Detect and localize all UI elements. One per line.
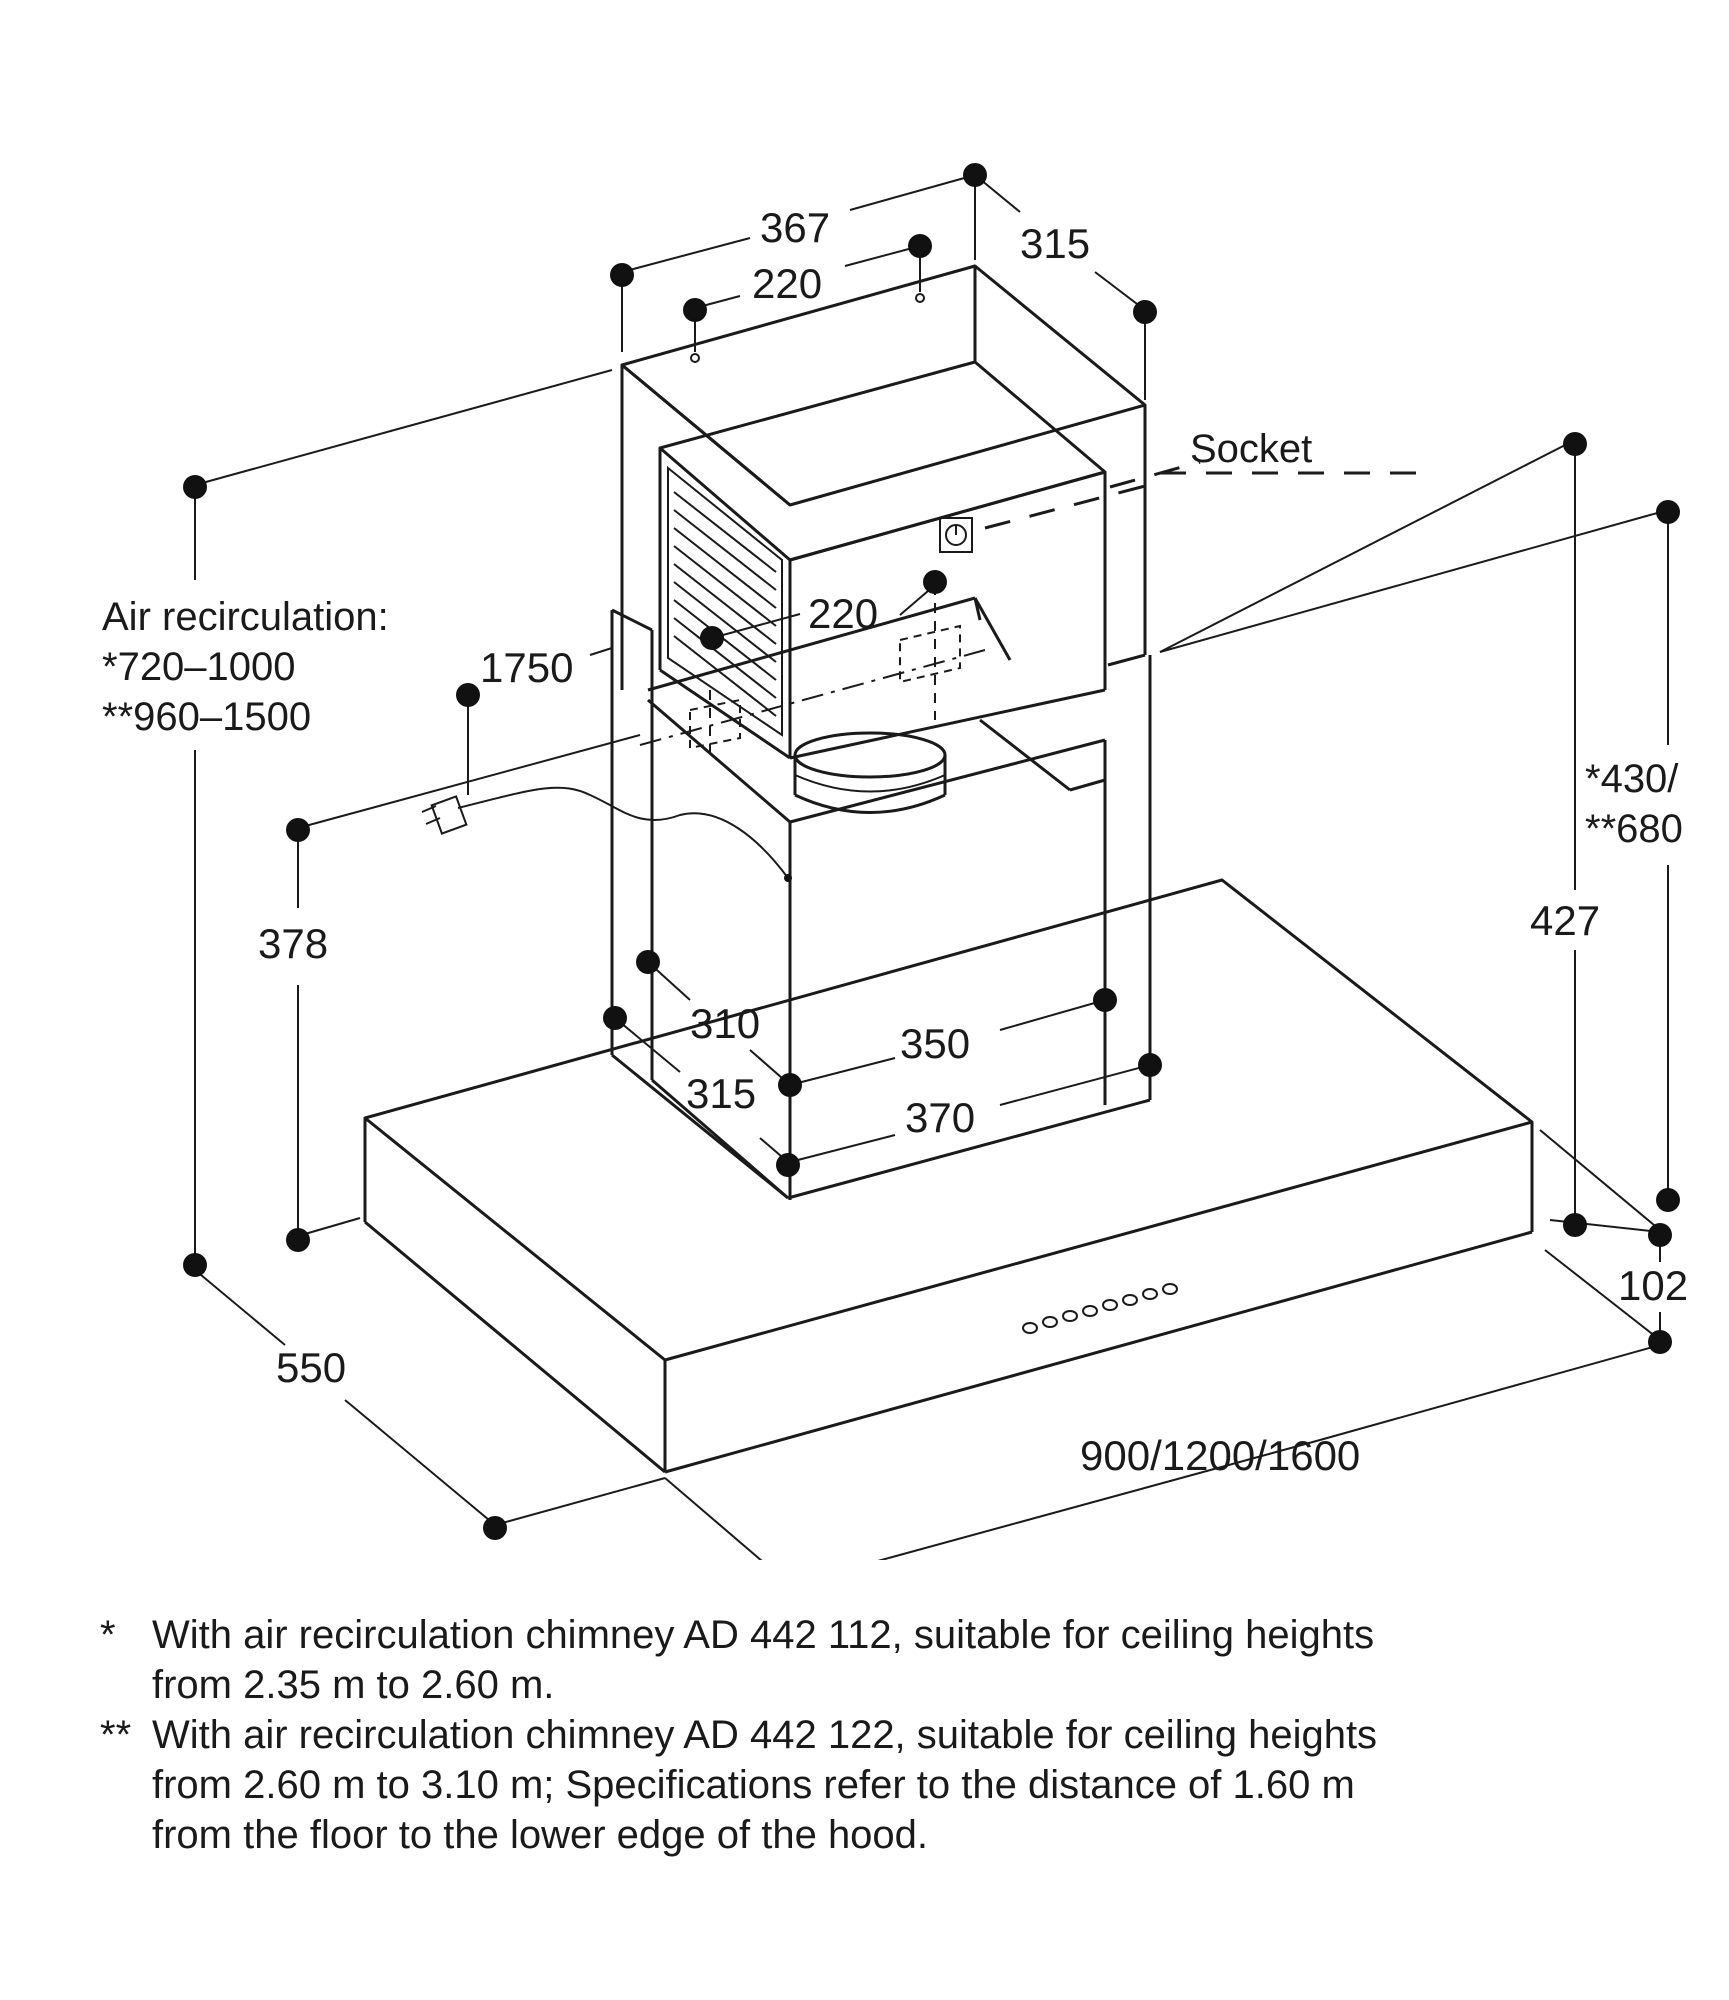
socket-label: Socket: [1190, 427, 1312, 471]
hood-canopy: [363, 878, 1534, 1474]
air-recirc-value-2: **960–1500: [102, 695, 311, 739]
footnote-1-mark: *: [100, 1613, 116, 1657]
dim-width: 900/1200/1600: [1080, 1432, 1360, 1479]
lower-chimney: [610, 608, 1152, 1200]
power-cable: [421, 786, 792, 882]
filter-grille: [667, 465, 783, 737]
control-buttons: [1022, 1283, 1178, 1334]
right-height-2: **680: [1585, 807, 1683, 851]
mount-hole-right: [915, 293, 925, 303]
upper-chimney: [620, 264, 1147, 690]
fan-unit: [658, 360, 1107, 760]
hood-dimension-drawing: 367 220 315 Socket 220 1750 Air recircul…: [102, 163, 1688, 1560]
dimension-dots: [183, 163, 1680, 1540]
dim-315-bottom: 315: [686, 1070, 756, 1117]
socket-dash-line-b: [1109, 460, 1201, 489]
air-recirc-value-1: *720–1000: [102, 645, 296, 689]
dim-378: 378: [258, 920, 328, 967]
mount-hole-left: [690, 353, 700, 363]
dim-367: 367: [760, 204, 830, 251]
footnote-2-mark: **: [100, 1713, 132, 1757]
dim-350: 350: [900, 1020, 970, 1067]
dim-1750: 1750: [480, 644, 573, 691]
dim-220-mid: 220: [808, 590, 878, 637]
dim-310: 310: [690, 1000, 760, 1047]
right-height-1: *430/: [1585, 757, 1679, 801]
footnote-1: * With air recirculation chimney AD 442 …: [100, 1610, 1660, 1710]
dim-550: 550: [276, 1344, 346, 1391]
footnote-1-line-1: With air recirculation chimney AD 442 11…: [152, 1613, 1375, 1657]
fan-cylinder: [793, 731, 947, 814]
dim-315-top: 315: [1020, 220, 1090, 267]
motor-outline: [639, 585, 986, 752]
footnote-2: ** With air recirculation chimney AD 442…: [100, 1710, 1660, 1860]
footnotes: * With air recirculation chimney AD 442 …: [100, 1610, 1660, 1860]
footnote-1-text: With air recirculation chimney AD 442 11…: [152, 1610, 1660, 1710]
air-recirc-title: Air recirculation:: [102, 595, 389, 639]
socket-icon: [939, 517, 973, 553]
footnote-1-line-2: from 2.35 m to 2.60 m.: [152, 1663, 555, 1707]
socket-dash-line-a: [984, 484, 1146, 530]
footnote-2-line-1: With air recirculation chimney AD 442 12…: [152, 1713, 1378, 1757]
dim-370: 370: [905, 1094, 975, 1141]
motor-housing: [647, 596, 1107, 1200]
footnote-2-line-2: from 2.60 m to 3.10 m; Specifications re…: [152, 1763, 1355, 1807]
dim-102: 102: [1618, 1262, 1688, 1309]
footnote-2-line-3: from the floor to the lower edge of the …: [152, 1813, 929, 1857]
dimension-lines: [194, 174, 1669, 1560]
dim-427: 427: [1530, 897, 1600, 944]
footnote-2-text: With air recirculation chimney AD 442 12…: [152, 1710, 1660, 1860]
dim-220-top: 220: [752, 260, 822, 307]
